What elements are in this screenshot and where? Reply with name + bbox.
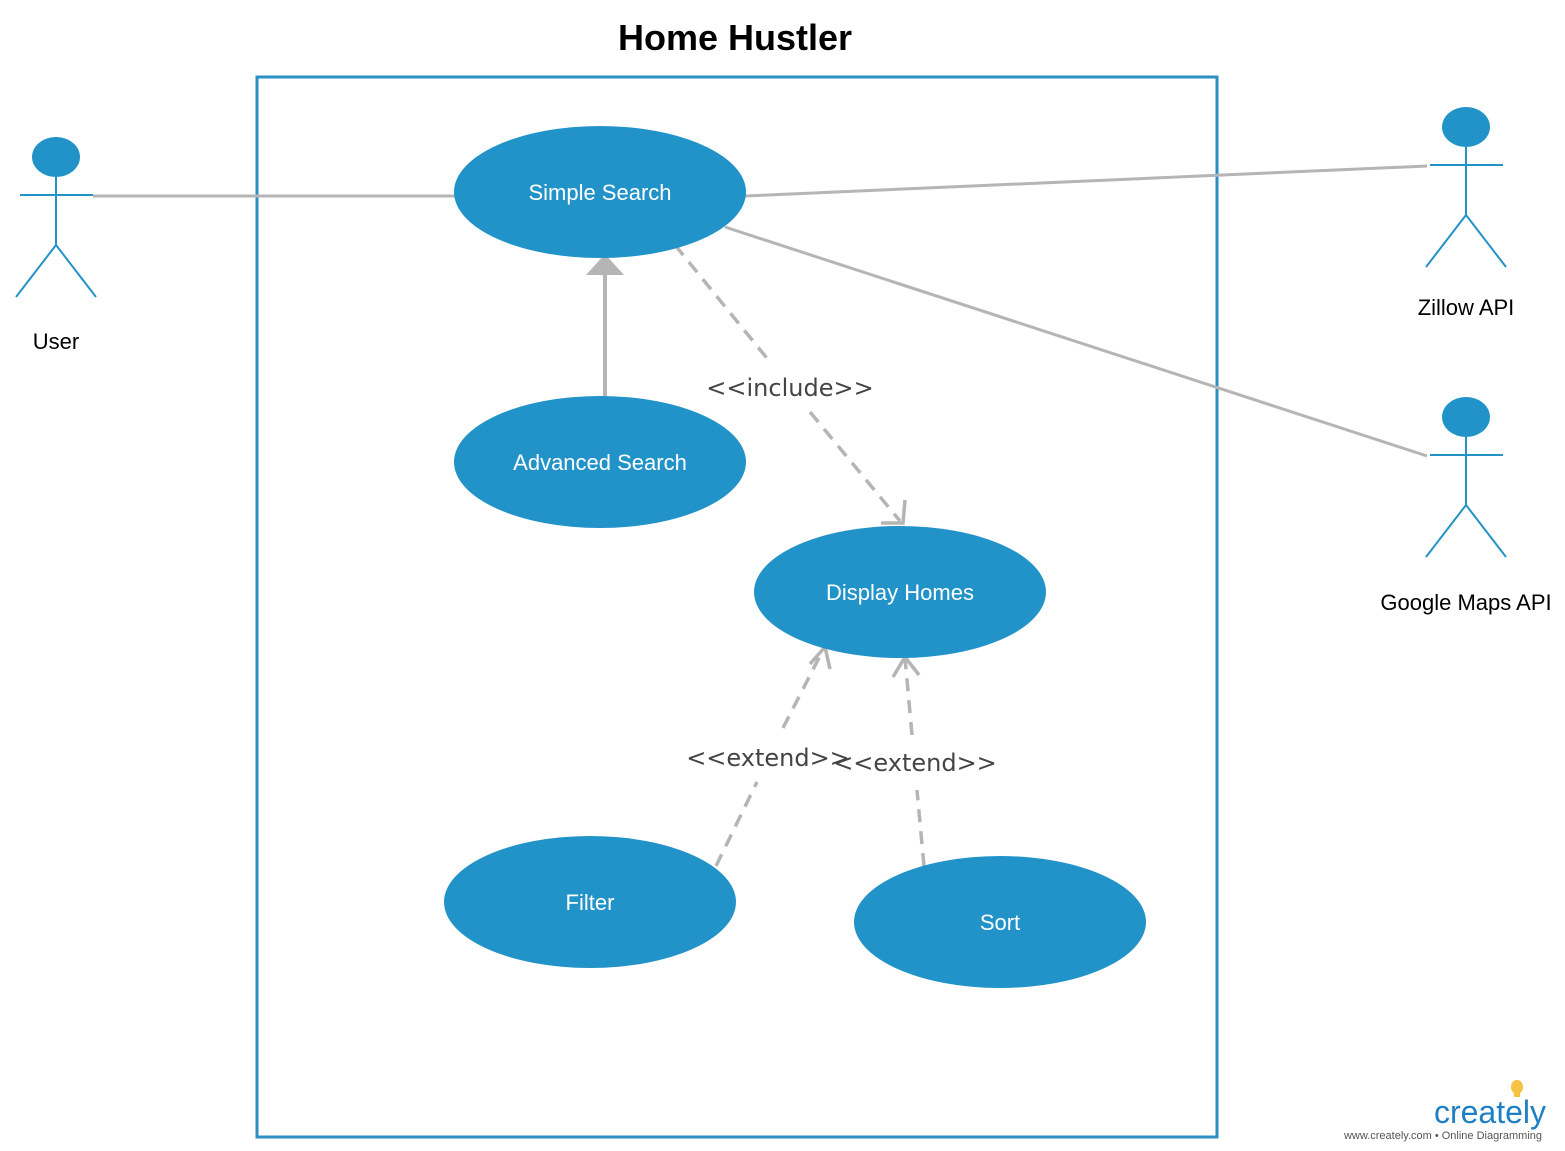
use-case-ellipse[interactable] [854, 856, 1146, 988]
extend-sort-label: <<extend>> [833, 749, 997, 777]
use-case-display-homes[interactable]: Display Homes [754, 526, 1046, 658]
use-case-simple-search[interactable]: Simple Search [454, 126, 746, 258]
actor-google-maps-api[interactable]: Google Maps API [1380, 397, 1552, 615]
use-case-filter[interactable]: Filter [444, 836, 736, 968]
associations [93, 164, 1428, 458]
use-case-sort[interactable]: Sort [854, 856, 1146, 988]
use-case-label: Sort [980, 910, 1020, 935]
creately-logo[interactable]: creately www.creately.com • Online Diagr… [1343, 1080, 1546, 1142]
use-case-label: Advanced Search [513, 450, 687, 475]
use-case-ellipse[interactable] [454, 126, 746, 258]
extend-sort-line-upper [903, 657, 914, 736]
actor-label: Zillow API [1418, 295, 1515, 320]
lightbulb-icon [1511, 1080, 1523, 1097]
logo-tagline: www.creately.com • Online Diagramming [1343, 1130, 1542, 1142]
use-case-label: Display Homes [826, 580, 974, 605]
system-boundary [255, 75, 1219, 1139]
extend-filter-line-lower [714, 781, 759, 867]
extend-filter-relationship: <<extend>> [686, 643, 850, 867]
use-case-label: Filter [566, 890, 615, 915]
include-label: <<include>> [706, 374, 873, 402]
include-arrowhead [881, 499, 907, 525]
association-simple-search-zillow [744, 164, 1428, 198]
include-line-lower [808, 410, 902, 523]
use-case-ellipse[interactable] [454, 396, 746, 528]
use-case-advanced-search[interactable]: Advanced Search [454, 396, 746, 528]
diagram-title: Home Hustler [618, 17, 852, 58]
include-line-upper [673, 243, 772, 364]
extend-filter-label: <<extend>> [686, 744, 850, 772]
generalization-arrowhead [586, 254, 624, 275]
association-simple-search-google-maps [724, 225, 1428, 458]
extend-sort-relationship: <<extend>> [833, 653, 997, 867]
actor-zillow-api[interactable]: Zillow API [1418, 107, 1515, 320]
use-case-ellipse[interactable] [754, 526, 1046, 658]
extend-sort-line-lower [915, 789, 926, 867]
include-relationship: <<include>> [673, 243, 907, 525]
actor-stick-figure-icon [1425, 107, 1507, 268]
extend-filter-line-upper [781, 647, 826, 729]
actor-stick-figure-icon [15, 137, 97, 298]
use-case-label: Simple Search [528, 180, 671, 205]
actor-user[interactable]: User [15, 137, 97, 354]
actor-label: User [33, 329, 79, 354]
generalization-advanced-to-simple [586, 254, 624, 397]
logo-wordmark: creately [1434, 1094, 1546, 1130]
actor-stick-figure-icon [1425, 397, 1507, 558]
use-case-ellipse[interactable] [444, 836, 736, 968]
actor-label: Google Maps API [1380, 590, 1551, 615]
